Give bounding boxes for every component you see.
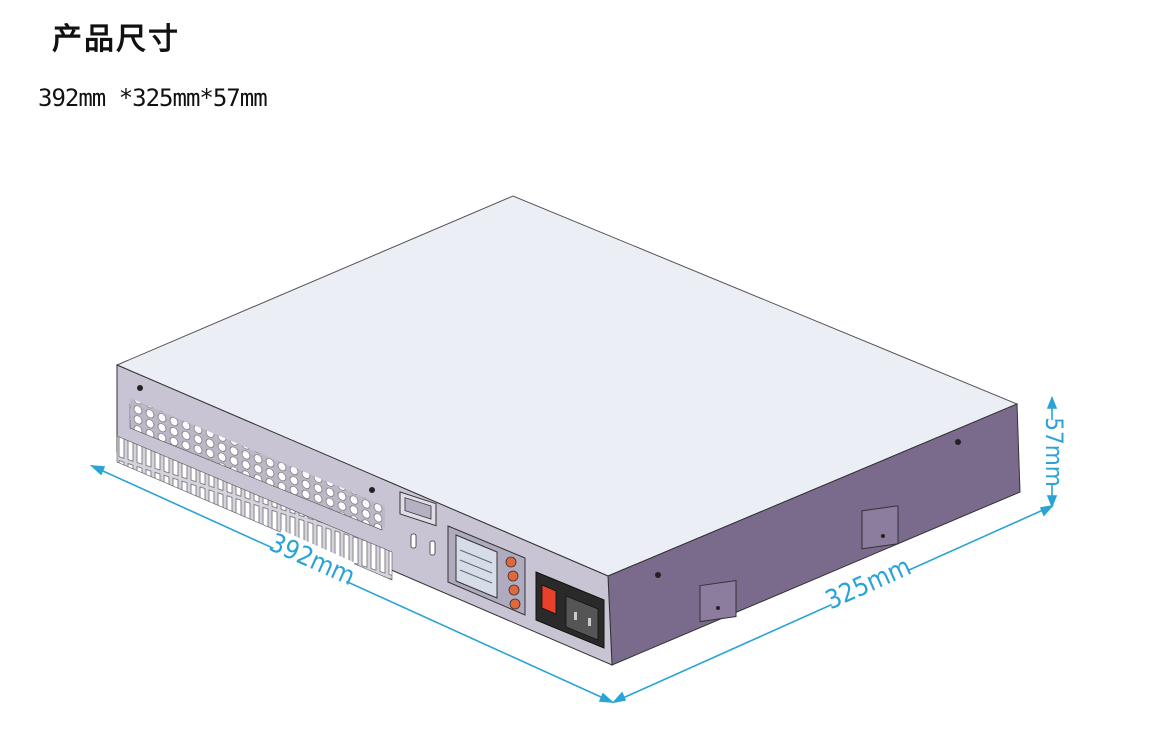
rocker-switch-icon: [535, 571, 605, 649]
button-icon: [509, 598, 521, 610]
page-title: 产品尺寸: [52, 22, 180, 57]
button-icon: [508, 584, 520, 596]
slot: [429, 540, 436, 556]
slot: [410, 533, 417, 549]
hex-vent: [130, 398, 385, 528]
screw-hole: [655, 572, 661, 578]
slot-vent: [116, 435, 393, 581]
screw-hole: [955, 439, 961, 445]
screw-hole: [137, 385, 143, 391]
button-icon: [505, 556, 517, 568]
button-icon: [507, 570, 519, 582]
side-notch: [699, 579, 737, 623]
dimensions-text: 392mm *325mm*57mm: [38, 84, 268, 112]
screw-hole: [716, 606, 720, 610]
side-notch: [861, 505, 899, 550]
height-label: 57mm: [1040, 417, 1068, 487]
dimension-line-length: [91, 465, 613, 703]
screw-hole: [881, 534, 885, 538]
screw-hole: [369, 487, 375, 493]
lcd-display-icon: [447, 525, 526, 616]
vga-port-icon: [399, 491, 437, 527]
